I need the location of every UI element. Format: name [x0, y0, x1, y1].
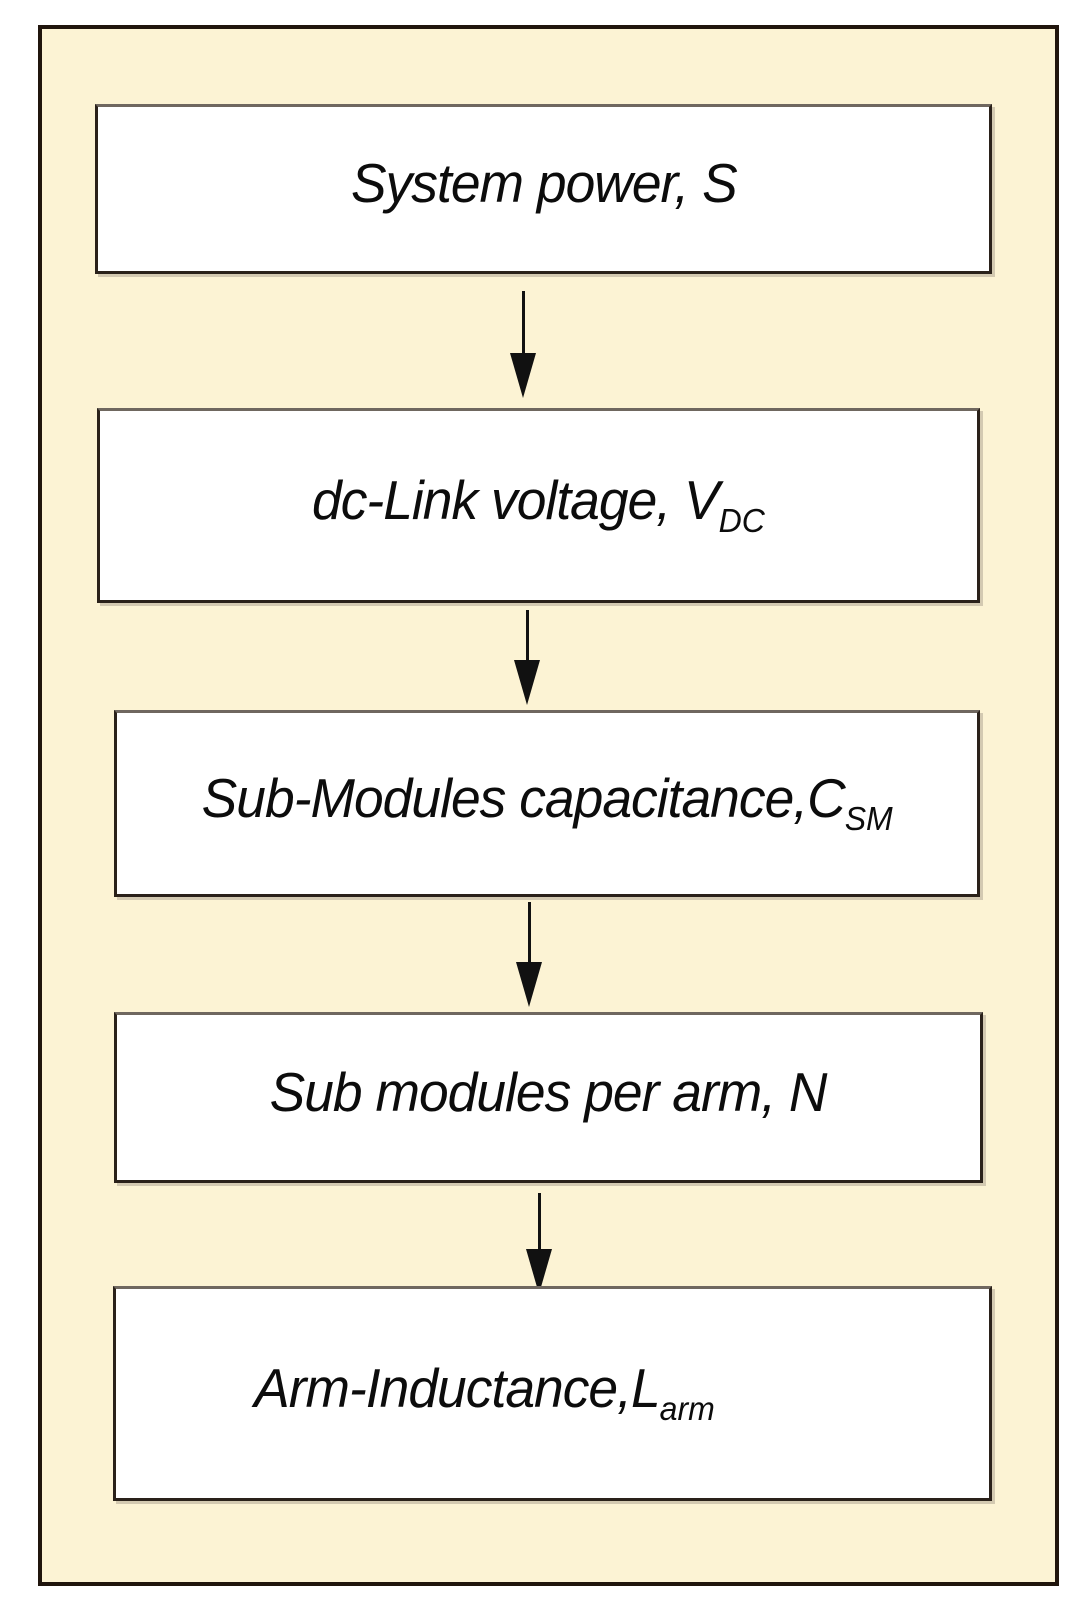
- flow-arrow-4: [525, 1193, 553, 1294]
- node-text: Arm-Inductance,L: [254, 1356, 661, 1419]
- node-text: dc-Link voltage, V: [312, 468, 720, 531]
- node-label-sub-modules-per-arm: Sub modules per arm, N: [270, 1060, 828, 1124]
- node-subscript: DC: [718, 502, 765, 540]
- flow-node-arm-inductance: Arm-Inductance,Larm: [113, 1286, 992, 1501]
- flow-arrow-2: [513, 610, 541, 705]
- node-label-dc-link-voltage: dc-Link voltage, VDC: [312, 468, 765, 538]
- node-text: System power, S: [350, 152, 738, 214]
- flow-node-dc-link-voltage: dc-Link voltage, VDC: [97, 408, 980, 603]
- flow-arrow-1: [509, 291, 537, 398]
- flow-node-sub-modules-per-arm: Sub modules per arm, N: [114, 1012, 983, 1183]
- node-text: Sub-Modules capacitance,C: [201, 766, 845, 829]
- node-text: Sub modules per arm, N: [270, 1060, 828, 1123]
- node-subscript: arm: [659, 1390, 715, 1428]
- node-label-sub-modules-capacitance: Sub-Modules capacitance,CSM: [201, 766, 892, 836]
- arrow-shaft: [521, 291, 525, 353]
- arrow-head-icon: [516, 962, 542, 1007]
- arrow-head-icon: [514, 660, 540, 705]
- node-label-arm-inductance: Arm-Inductance,Larm: [254, 1356, 715, 1426]
- node-label-system-power: System power, S: [350, 151, 738, 215]
- flow-arrow-3: [515, 902, 543, 1007]
- arrow-shaft: [537, 1193, 541, 1249]
- flow-node-system-power: System power, S: [95, 104, 992, 274]
- node-subscript: SM: [844, 800, 893, 838]
- arrow-head-icon: [510, 353, 536, 398]
- arrow-shaft: [527, 902, 531, 962]
- arrow-shaft: [525, 610, 529, 660]
- flow-node-sub-modules-capacitance: Sub-Modules capacitance,CSM: [114, 710, 980, 897]
